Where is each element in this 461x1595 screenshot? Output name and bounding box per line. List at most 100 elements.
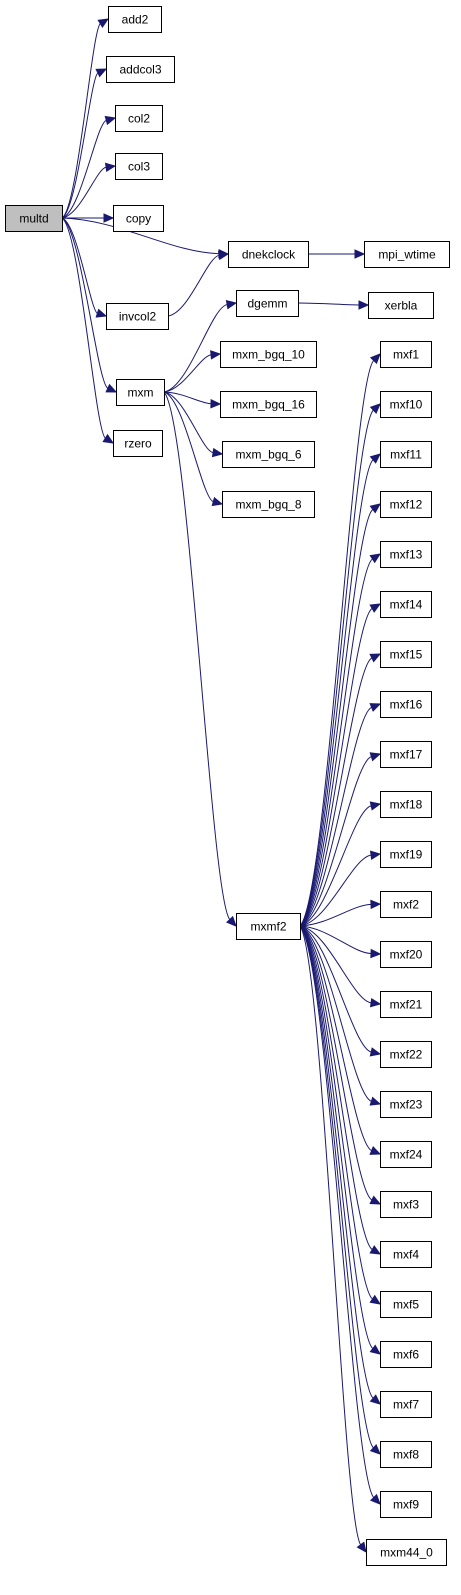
node-label: mxm (128, 386, 154, 400)
node-label: rzero (124, 437, 152, 451)
node-mxf23[interactable]: mxf23 (380, 1091, 432, 1118)
node-mxf24[interactable]: mxf24 (380, 1141, 432, 1168)
node-copy[interactable]: copy (113, 205, 164, 232)
node-mxf6[interactable]: mxf6 (380, 1341, 432, 1368)
node-mxm-bgq-10[interactable]: mxm_bgq_10 (220, 341, 317, 368)
arrowhead-mxmf2-to-mxf19 (369, 850, 382, 860)
edge-mxmf2-to-mxf19 (299, 854, 372, 927)
arrowhead-dgemm-to-xerbla (358, 300, 370, 310)
node-label: mpi_wtime (378, 248, 436, 262)
node-label: mxf3 (393, 1198, 419, 1212)
node-dnekclock[interactable]: dnekclock (228, 241, 309, 268)
node-invcol2[interactable]: invcol2 (106, 303, 169, 330)
node-col2[interactable]: col2 (115, 105, 163, 132)
node-mxmf2[interactable]: mxmf2 (236, 913, 301, 940)
edge-multd-to-dnekclock (61, 217, 220, 255)
node-box (106, 303, 169, 330)
node-box (236, 913, 301, 940)
node-mxf12[interactable]: mxf12 (380, 491, 432, 518)
node-mxm44-0[interactable]: mxm44_0 (366, 1539, 447, 1566)
node-box (380, 341, 432, 368)
node-box (380, 991, 432, 1018)
node-xerbla[interactable]: xerbla (368, 292, 434, 319)
edge-mxmf2-to-mxf20 (299, 925, 372, 955)
node-mxf19[interactable]: mxf19 (380, 841, 432, 868)
edge-mxmf2-to-mxf10 (299, 409, 374, 927)
edge-mxmf2-to-mxf4 (299, 925, 373, 1250)
node-dgemm[interactable]: dgemm (236, 290, 299, 317)
edge-mxmf2-to-mxf17 (299, 756, 372, 927)
arrowhead-mxmf2-to-mxf12 (369, 503, 381, 514)
node-label: mxf24 (390, 1148, 423, 1162)
node-mxf20[interactable]: mxf20 (380, 941, 432, 968)
arrowhead-mxmf2-to-mxf21 (369, 997, 382, 1008)
node-mxf1[interactable]: mxf1 (380, 341, 432, 368)
node-box (115, 153, 163, 180)
edge-mxm-to-dgemm (163, 304, 228, 393)
arrowhead-mxmf2-to-mxf3 (369, 1195, 382, 1205)
edge-mxmf2-to-mxf8 (299, 925, 374, 1449)
node-label: dnekclock (242, 248, 296, 262)
node-label: mxm_bgq_8 (235, 498, 301, 512)
edges-layer (61, 18, 382, 1553)
node-box (380, 541, 432, 568)
node-box (380, 691, 432, 718)
node-mxf18[interactable]: mxf18 (380, 791, 432, 818)
node-mxf4[interactable]: mxf4 (380, 1241, 432, 1268)
node-box (115, 105, 163, 132)
node-box (380, 391, 432, 418)
node-addcol3[interactable]: addcol3 (106, 56, 175, 83)
arrowhead-multd-to-mxm (105, 383, 118, 393)
node-mxf10[interactable]: mxf10 (380, 391, 432, 418)
node-box (380, 641, 432, 668)
node-col3[interactable]: col3 (115, 153, 163, 180)
node-mxf14[interactable]: mxf14 (380, 591, 432, 618)
arrowhead-multd-to-col2 (104, 115, 117, 126)
node-mxf2[interactable]: mxf2 (380, 891, 432, 918)
arrowhead-mxm-to-mxm_bgq_8 (211, 496, 224, 507)
node-label: mxf4 (393, 1248, 419, 1262)
node-mxf11[interactable]: mxf11 (380, 441, 432, 468)
node-mxf21[interactable]: mxf21 (380, 991, 432, 1018)
edge-mxmf2-to-mxf11 (299, 459, 374, 927)
node-label: mxf13 (390, 548, 423, 562)
node-add2[interactable]: add2 (108, 6, 162, 33)
edge-mxmf2-to-mxf23 (299, 925, 372, 1102)
node-mxf9[interactable]: mxf9 (380, 1491, 432, 1518)
node-label: mxf15 (390, 648, 423, 662)
node-mxf8[interactable]: mxf8 (380, 1441, 432, 1468)
node-mxf16[interactable]: mxf16 (380, 691, 432, 718)
edge-mxmf2-to-mxf14 (299, 608, 373, 927)
node-rzero[interactable]: rzero (113, 430, 163, 457)
edge-mxmf2-to-mxf24 (299, 925, 372, 1152)
node-label: mxmf2 (251, 920, 287, 934)
edge-mxm-to-mxm_bgq_10 (163, 354, 212, 393)
node-mxf7[interactable]: mxf7 (380, 1391, 432, 1418)
node-mxf15[interactable]: mxf15 (380, 641, 432, 668)
node-label: mxf20 (390, 948, 423, 962)
node-box (380, 1041, 432, 1068)
node-mxf13[interactable]: mxf13 (380, 541, 432, 568)
arrowhead-mxmf2-to-mxf15 (369, 653, 382, 663)
edge-mxmf2-to-mxf9 (299, 925, 375, 1498)
node-mxm-bgq-8[interactable]: mxm_bgq_8 (222, 491, 315, 518)
node-mxm[interactable]: mxm (116, 379, 165, 406)
edge-mxm-to-mxm_bgq_16 (163, 391, 212, 405)
node-mxf3[interactable]: mxf3 (380, 1191, 432, 1218)
node-mxm-bgq-6[interactable]: mxm_bgq_6 (222, 441, 315, 468)
node-label: invcol2 (119, 310, 157, 324)
node-mxf17[interactable]: mxf17 (380, 741, 432, 768)
node-mxm-bgq-16[interactable]: mxm_bgq_16 (220, 391, 317, 418)
node-box (380, 1441, 432, 1468)
edge-dgemm-to-xerbla (297, 302, 360, 306)
node-multd[interactable]: multd (5, 205, 63, 232)
node-mxf5[interactable]: mxf5 (380, 1291, 432, 1318)
edge-multd-to-add2 (61, 23, 101, 219)
edge-mxm-to-mxm_bgq_6 (163, 391, 214, 454)
node-label: mxf16 (390, 698, 423, 712)
node-mpi-wtime[interactable]: mpi_wtime (364, 241, 450, 268)
node-label: mxm44_0 (380, 1546, 433, 1560)
edge-mxmf2-to-mxf5 (299, 925, 373, 1300)
node-mxf22[interactable]: mxf22 (380, 1041, 432, 1068)
